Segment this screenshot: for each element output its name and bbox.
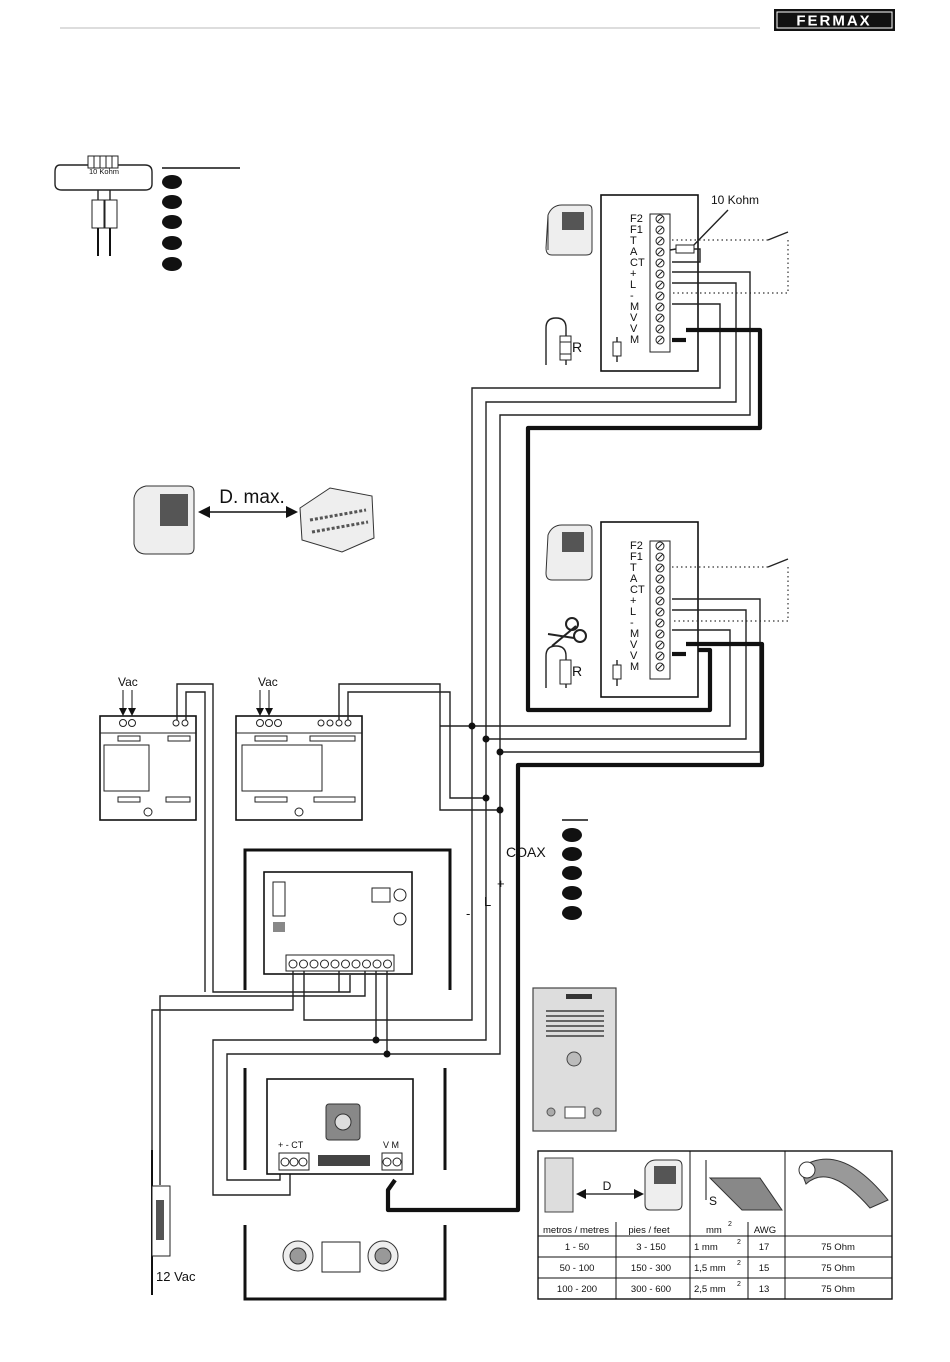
power-supply-1 xyxy=(100,716,196,820)
table-cell: 150 - 300 xyxy=(631,1263,671,1274)
terminal-screw xyxy=(331,960,339,968)
table-cell: 1 mm xyxy=(694,1242,718,1253)
table-cell: 50 - 100 xyxy=(560,1263,595,1274)
l-label: L xyxy=(484,894,491,909)
terminal-screw xyxy=(352,960,360,968)
legend-pill xyxy=(162,195,182,209)
table-cell: 15 xyxy=(759,1263,770,1274)
legend-pill xyxy=(562,828,582,842)
vac-label-1: Vac xyxy=(118,675,138,689)
terminal-screw xyxy=(363,960,371,968)
table-cell: 17 xyxy=(759,1242,770,1253)
table-cell: 2 xyxy=(737,1281,741,1288)
minus-label: - xyxy=(466,906,470,921)
resistor-r-1: R xyxy=(546,318,582,365)
table-col-mm-sup: 2 xyxy=(728,1221,732,1228)
lock-voltage-label: 12 Vac xyxy=(156,1269,196,1284)
terminal-screw xyxy=(310,960,318,968)
legend-pill xyxy=(562,866,582,880)
m1-term-label: M xyxy=(630,334,639,346)
table-col-awg: AWG xyxy=(754,1225,776,1236)
scissors-icon xyxy=(548,618,586,646)
plus-label: + xyxy=(497,876,505,891)
resistor-label: 10 Kohm xyxy=(89,167,119,176)
vac-label-2: Vac xyxy=(258,675,278,689)
legend-pill xyxy=(562,886,582,900)
table-col-metres: metros / metres xyxy=(543,1225,609,1236)
distance-label: D. max. xyxy=(219,487,284,508)
table-cell: 75 Ohm xyxy=(821,1284,855,1295)
amp-vm-labels: V M xyxy=(383,1140,399,1150)
amp-terminal-labels: + - CT xyxy=(278,1140,304,1150)
table-cell: 75 Ohm xyxy=(821,1242,855,1253)
resistor-r-2: R xyxy=(546,646,582,688)
legend-pill xyxy=(562,847,582,861)
table-cell: 1,5 mm xyxy=(694,1263,726,1274)
table-cell: 1 - 50 xyxy=(565,1242,589,1253)
legend-top xyxy=(162,168,240,271)
r-label-1: R xyxy=(572,339,582,355)
table-col-feet: pies / feet xyxy=(628,1225,670,1236)
table-s-label: S xyxy=(709,1194,717,1208)
monitor-2-terminals xyxy=(650,541,670,679)
table-cell: 75 Ohm xyxy=(821,1263,855,1274)
monitor-2-icon xyxy=(546,525,592,580)
table-col-mm: mm xyxy=(706,1225,722,1236)
coax-label: COAX xyxy=(506,844,546,860)
terminal-screw xyxy=(373,960,381,968)
m2-term-label: M xyxy=(630,661,639,673)
table-cell: 2 xyxy=(737,1260,741,1267)
table-cell: 3 - 150 xyxy=(636,1242,666,1253)
legend-pill xyxy=(162,236,182,250)
legend-middle xyxy=(562,820,588,920)
power-supply-2 xyxy=(236,716,362,820)
table-d-label: D xyxy=(603,1179,612,1193)
table-cell: 13 xyxy=(759,1284,770,1295)
speakers xyxy=(283,1241,398,1272)
terminal-screw xyxy=(300,960,308,968)
legend-pill xyxy=(162,215,182,229)
door-panel xyxy=(533,988,616,1131)
legend-pill xyxy=(562,906,582,920)
table-cell: 2 xyxy=(737,1239,741,1246)
table-cell: 2,5 mm xyxy=(694,1284,726,1295)
vac-arrows xyxy=(119,690,273,716)
legend-pill xyxy=(162,257,182,271)
resistor-legend: 10 Kohm xyxy=(55,156,152,256)
terminal-screw xyxy=(321,960,329,968)
monitor-1-resistor-label: 10 Kohm xyxy=(711,193,759,207)
terminal-screw xyxy=(289,960,297,968)
terminal-screw xyxy=(342,960,350,968)
table-cell: 300 - 600 xyxy=(631,1284,671,1295)
fermax-logo: FERMAX xyxy=(774,9,895,31)
terminal-screw xyxy=(384,960,392,968)
legend-pill xyxy=(162,175,182,189)
table-cell: 100 - 200 xyxy=(557,1284,597,1295)
svg-text:FERMAX: FERMAX xyxy=(796,13,871,30)
monitor-1-terminals xyxy=(650,214,670,352)
r-label-2: R xyxy=(572,663,582,679)
distance-figure: D. max. xyxy=(134,486,374,554)
control-unit-frame xyxy=(245,850,450,990)
monitor-1-icon xyxy=(546,205,592,255)
